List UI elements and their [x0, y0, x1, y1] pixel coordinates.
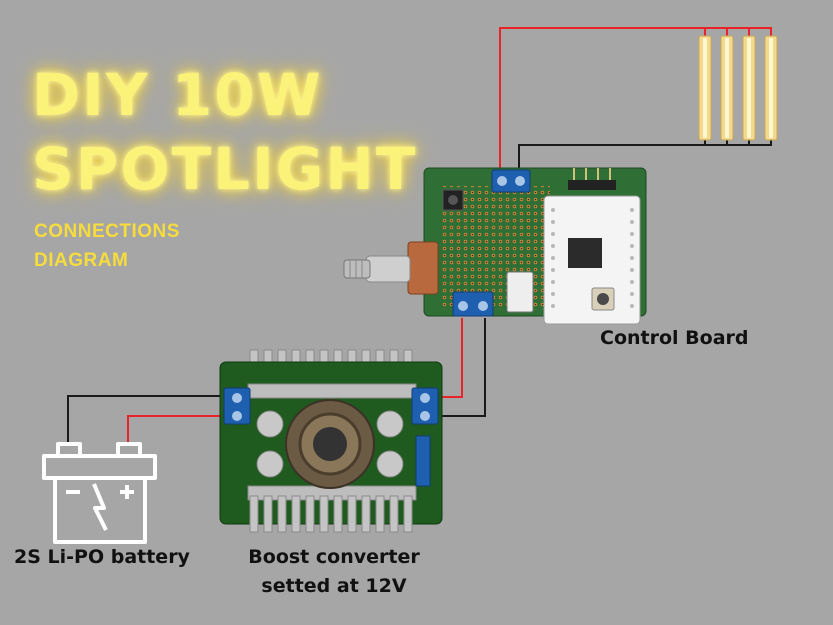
terminal-led — [491, 169, 531, 193]
microcontroller-module — [543, 195, 641, 325]
battery-label: 2S Li-PO battery — [14, 546, 190, 568]
boost-converter-label-line-2: setted at 12V — [261, 575, 407, 597]
control-board — [343, 167, 647, 325]
title-line-1: DIY 10W — [32, 61, 323, 129]
subtitle-line-2: DIAGRAM — [34, 250, 129, 271]
led-black-wire — [518, 138, 772, 172]
boost-output-red-wire — [438, 318, 463, 398]
boost-input-terminal — [223, 387, 251, 425]
led-red-wire — [499, 27, 772, 172]
terminal-power — [452, 291, 494, 317]
boost-output-black-wire — [438, 318, 486, 417]
subtitle-line-1: CONNECTIONS — [34, 221, 180, 242]
wires — [67, 27, 772, 444]
title-line-2: SPOTLIGHT — [32, 135, 418, 203]
boost-converter-label-line-1: Boost converter — [248, 546, 420, 568]
battery-black-wire — [67, 395, 224, 444]
potentiometer — [343, 241, 439, 295]
boost-output-terminal — [411, 387, 439, 425]
battery-red-wire — [127, 415, 224, 444]
led-strips — [698, 35, 778, 141]
boost-converter — [219, 349, 443, 533]
control-board-label: Control Board — [600, 327, 749, 349]
battery-icon — [42, 442, 157, 544]
